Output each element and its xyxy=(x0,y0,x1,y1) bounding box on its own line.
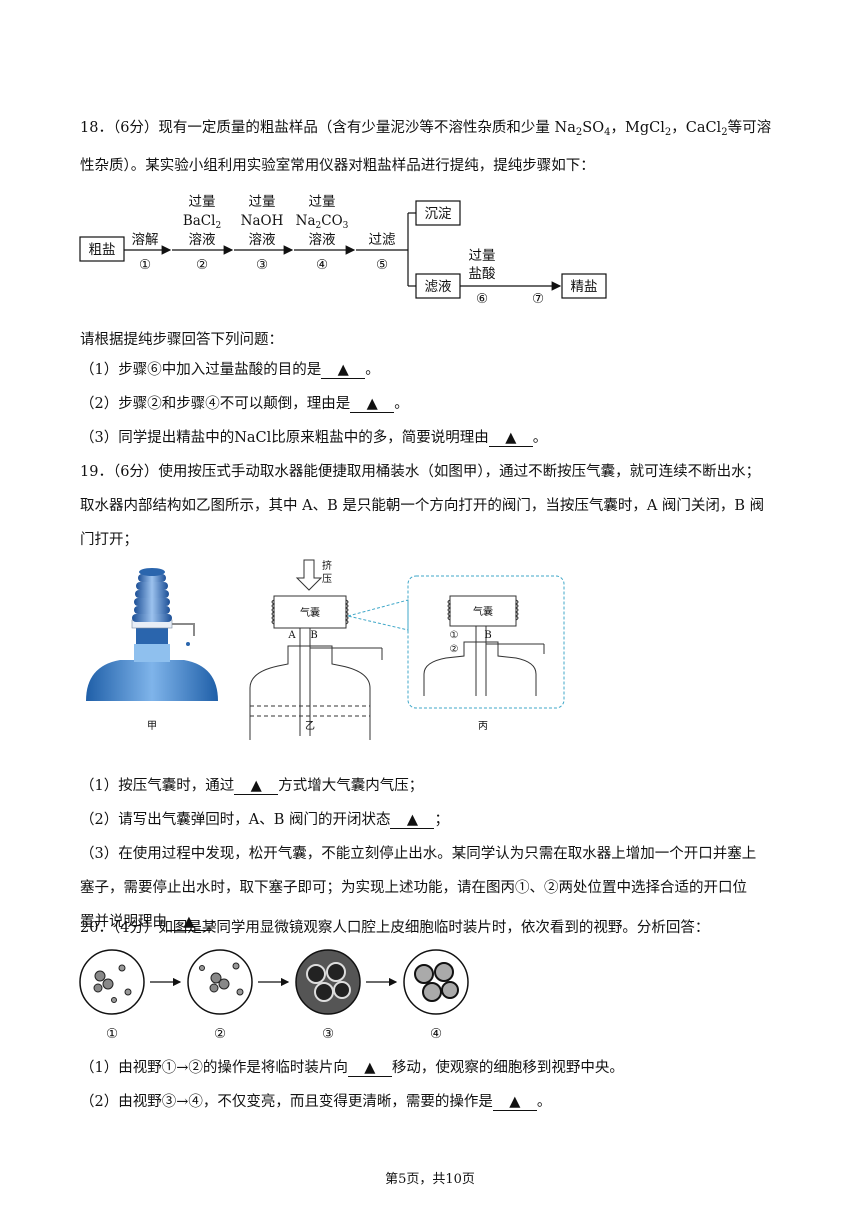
svg-text:②: ② xyxy=(214,1026,226,1042)
water-dispenser-figures: 甲 挤 压 气囊 A B 乙 气囊 ① ② B 丙 xyxy=(86,559,565,740)
caption-jia: 甲 xyxy=(147,721,157,732)
answer-blank: ▲ xyxy=(492,1094,537,1111)
svg-text:溶液: 溶液 xyxy=(249,232,276,248)
q18-sub3: （3）同学提出精盐中的NaCl比原来粗盐中的多，简要说明理由▲。 xyxy=(80,430,548,447)
page-footer: 第5页，共10页 xyxy=(385,1172,475,1187)
svg-text:B: B xyxy=(310,630,317,641)
q18-intro-line1: 18．（6分）现有一定质量的粗盐样品（含有少量泥沙等不溶性杂质和少量 Na2SO… xyxy=(80,120,772,138)
svg-text:④: ④ xyxy=(430,1026,442,1042)
svg-text:B: B xyxy=(484,630,491,641)
q19-sub2: （2）请写出气囊弹回时，A、B 阀门的开闭状态▲； xyxy=(80,812,449,829)
q20-intro-text: 20．（4分）如图是某同学用显微镜观察人口腔上皮细胞临时装片时，依次看到的视野。… xyxy=(80,920,710,936)
field-1: ① xyxy=(79,949,145,1042)
answer-blank: ▲ xyxy=(390,812,435,829)
svg-text:过量: 过量 xyxy=(469,248,496,264)
purification-flowchart: 粗盐 溶解 ① 过量 BaCl2 溶液 ② 过量 NaOH 溶液 ③ 过量 Na… xyxy=(79,194,607,307)
q18-intro-line2: 性杂质）。某实验小组利用实验室常用仪器对粗盐样品进行提纯，提纯步骤如下： xyxy=(80,158,595,174)
svg-text:盐酸: 盐酸 xyxy=(469,266,496,282)
caption-bing: 丙 xyxy=(478,721,488,732)
answer-blank: ▲ xyxy=(350,396,395,413)
svg-text:精盐: 精盐 xyxy=(571,279,598,295)
answer-blank: ▲ xyxy=(167,914,211,931)
svg-text:气囊: 气囊 xyxy=(473,605,493,618)
svg-text:⑤: ⑤ xyxy=(376,257,388,273)
caption-yi: 乙 xyxy=(305,720,315,732)
svg-text:BaCl2: BaCl2 xyxy=(183,213,221,231)
field-4: ④ xyxy=(403,949,469,1042)
q20-sub2: （2）由视野③→④，不仅变亮，而且变得更清晰，需要的操作是▲。 xyxy=(80,1094,552,1111)
svg-text:过滤: 过滤 xyxy=(369,232,396,248)
field-3: ③ xyxy=(295,949,361,1042)
box-precipitate xyxy=(415,200,461,226)
svg-text:⑥: ⑥ xyxy=(476,291,488,307)
answer-blank: ▲ xyxy=(234,778,279,795)
field-2: ② xyxy=(187,949,253,1042)
svg-text:溶解: 溶解 xyxy=(132,232,159,248)
answer-blank: ▲ xyxy=(321,362,366,379)
svg-text:④: ④ xyxy=(316,257,328,273)
svg-text:②: ② xyxy=(196,257,208,273)
microscope-fields: ① ② ③ ④ xyxy=(79,949,469,1042)
svg-text:①: ① xyxy=(106,1026,118,1042)
q19-line3: 门打开； xyxy=(80,532,138,548)
svg-text:沉淀: 沉淀 xyxy=(425,206,452,222)
box-crude-salt xyxy=(79,236,125,262)
svg-text:挤: 挤 xyxy=(322,559,332,572)
answer-blank: ▲ xyxy=(488,430,533,447)
q19-line2: 取水器内部结构如乙图所示，其中 A、B 是只能朝一个方向打开的阀门，当按压气囊时… xyxy=(80,498,765,514)
photo-dispenser: 甲 xyxy=(86,568,218,732)
q19-sub3-line1: （3）在使用过程中发现，松开气囊，不能立刻停止出水。某同学认为只需在取水器上增加… xyxy=(80,846,757,862)
label-crude-salt: 粗盐 xyxy=(89,242,116,258)
svg-text:NaOH: NaOH xyxy=(241,213,284,229)
svg-text:滤液: 滤液 xyxy=(425,279,452,295)
svg-text:①: ① xyxy=(450,630,459,641)
svg-text:过量: 过量 xyxy=(249,194,276,210)
svg-text:溶液: 溶液 xyxy=(189,232,216,248)
q19-sub1: （1）按压气囊时，通过▲方式增大气囊内气压； xyxy=(80,778,424,795)
q18-prompt: 请根据提纯步骤回答下列问题： xyxy=(80,332,283,348)
svg-text:过量: 过量 xyxy=(309,194,336,210)
svg-text:气囊: 气囊 xyxy=(300,606,320,619)
svg-text:Na2CO3: Na2CO3 xyxy=(296,213,349,231)
q18-sub1: （1）步骤⑥中加入过量盐酸的目的是▲。 xyxy=(80,362,380,379)
svg-text:溶液: 溶液 xyxy=(309,232,336,248)
diagram-yi: 挤 压 气囊 A B 乙 xyxy=(249,559,383,740)
q20-sub1: （1）由视野①→②的操作是将临时装片向▲移动，使观察的细胞移到视野中央。 xyxy=(80,1060,624,1077)
q19-line1: 19．（6分）使用按压式手动取水器能便捷取用桶装水（如图甲），通过不断按压气囊，… xyxy=(80,464,761,480)
svg-text:A: A xyxy=(287,630,296,641)
svg-text:压: 压 xyxy=(322,573,332,585)
svg-text:⑦: ⑦ xyxy=(532,291,544,307)
svg-text:③: ③ xyxy=(256,257,268,273)
q18-sub2: （2）步骤②和步骤④不可以颠倒，理由是▲。 xyxy=(80,396,409,413)
svg-text:过量: 过量 xyxy=(189,194,216,210)
svg-text:③: ③ xyxy=(322,1026,334,1042)
box-refined-salt xyxy=(561,273,607,299)
q19-sub3-line3: 置并说明理由▲。 xyxy=(80,914,226,931)
q19-sub3-line2: 塞子，需要停止出水时，取下塞子即可；为实现上述功能，请在图丙①、②两处位置中选择… xyxy=(80,880,747,896)
diagram-bing: 气囊 ① ② B 丙 xyxy=(407,575,565,732)
svg-text:②: ② xyxy=(450,644,459,655)
answer-blank: ▲ xyxy=(347,1060,392,1077)
svg-text:①: ① xyxy=(139,257,151,273)
